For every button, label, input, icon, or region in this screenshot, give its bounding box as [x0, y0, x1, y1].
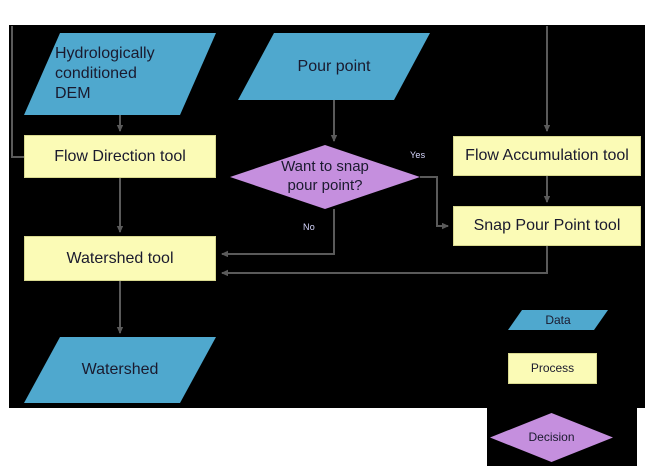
legend-item-label: Process [530, 361, 575, 375]
node-pour-point[interactable]: Pour point [238, 33, 430, 100]
node-watershed-tool[interactable]: Watershed tool [24, 236, 216, 281]
node-label: Hydrologically conditioned DEM [55, 45, 155, 102]
edge-label-yes: Yes [410, 150, 426, 160]
edge-label-no: No [303, 222, 315, 232]
legend-item-label: Decision [528, 430, 575, 444]
node-label: Watershed tool [66, 249, 174, 267]
node-label: Want to snap pour point? [281, 158, 369, 194]
node-label: Flow Direction tool [54, 147, 186, 165]
node-flow-accumulation-tool[interactable]: Flow Accumulation tool [453, 136, 641, 176]
legend-item-data: Data [508, 310, 608, 330]
node-watershed[interactable]: Watershed [24, 337, 216, 403]
edge-decision-no-to-watershed-tool [221, 209, 335, 258]
legend-item-label: Data [545, 312, 571, 327]
legend-item-process: Process [508, 353, 597, 384]
node-hydrologically-conditioned-dem[interactable]: Hydrologically conditioned DEM [24, 33, 216, 115]
edge-snap-pour-point-to-watershed-tool [221, 246, 548, 277]
node-label: Pour point [297, 57, 371, 75]
legend-item-decision: Decision [490, 413, 613, 462]
node-label: Snap Pour Point tool [473, 217, 621, 234]
node-want-to-snap-pour-point-decision[interactable]: Want to snap pour point? [230, 145, 420, 209]
node-label: Watershed [81, 361, 159, 378]
node-label: Flow Accumulation tool [465, 147, 629, 164]
node-snap-pour-point-tool[interactable]: Snap Pour Point tool [453, 206, 641, 246]
node-flow-direction-tool[interactable]: Flow Direction tool [24, 135, 216, 178]
edge-dem-left-riser [11, 26, 24, 158]
edge-decision-yes-to-snap-pour-point [420, 176, 449, 230]
